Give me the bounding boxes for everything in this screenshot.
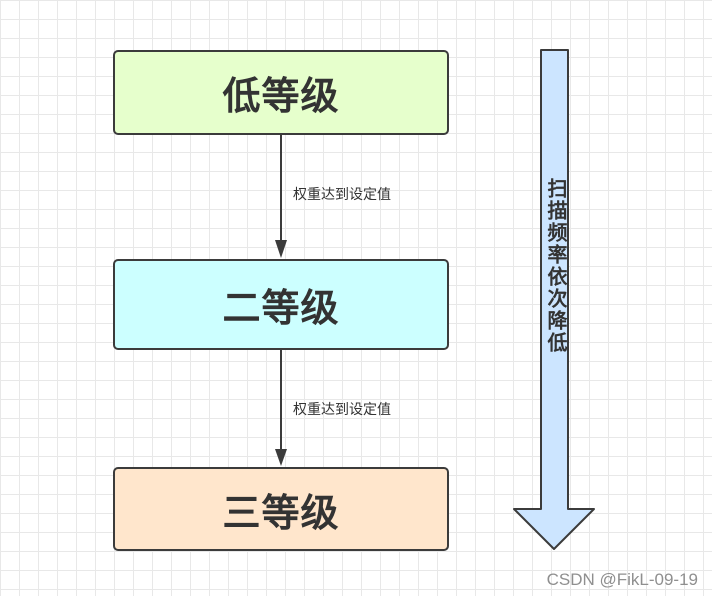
side-arrow-shape [513, 49, 595, 550]
watermark: CSDN @FikL-09-19 [546, 570, 698, 589]
level-label-third: 三等级 [222, 490, 340, 535]
level-label-second: 二等级 [222, 286, 340, 330]
level-box-third: 三等级 [113, 467, 449, 551]
edge-label-2: 权重达到设定值 [293, 402, 391, 418]
level-box-low: 低等级 [113, 50, 449, 135]
edge-arrow-2 [275, 349, 287, 466]
edge-label-1: 权重达到设定值 [293, 187, 391, 203]
side-arrow-label: 扫描频率依次降低 [544, 178, 568, 354]
edge-arrow-1 [275, 134, 287, 258]
level-box-second: 二等级 [113, 259, 449, 350]
level-label-low: 低等级 [222, 74, 340, 118]
